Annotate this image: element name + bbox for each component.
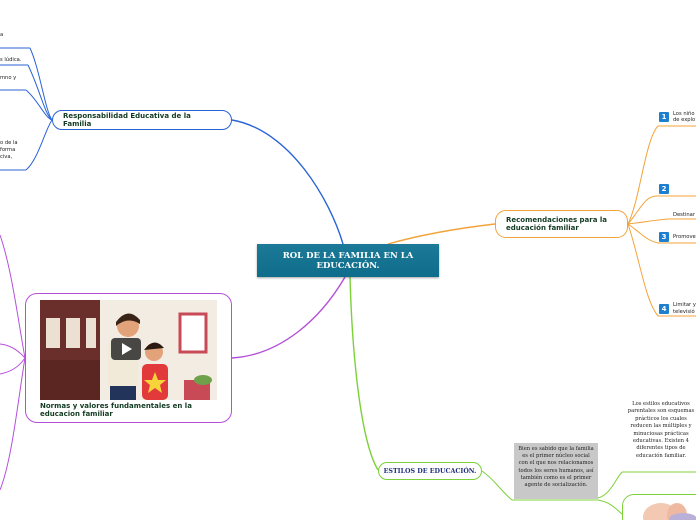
left-snippet-3: mno y	[0, 75, 17, 81]
estilos-description: Los estilos educativos parentales son es…	[627, 401, 695, 459]
node-estilos-label: ESTILOS DE EDUCACIÓN.	[383, 467, 477, 475]
node-normas[interactable]: Normas y valores fundamentales en la edu…	[25, 293, 232, 423]
number-badge-icon: 2	[659, 184, 669, 194]
estilos-note: Bien es sabido que la familia es el prim…	[514, 443, 598, 499]
number-badge-icon: 3	[659, 232, 669, 242]
central-topic[interactable]: ROL DE LA FAMILIA EN LA EDUCACIÓN.	[257, 244, 439, 277]
recommendation-1-line1: Los niño	[673, 111, 695, 117]
left-snippet-1: a	[0, 32, 4, 38]
recommendation-3-line1: Promove	[673, 234, 696, 240]
left-snippet-6: civa,	[0, 154, 13, 160]
node-recomendaciones-label: Recomendaciones para la educación famili…	[506, 215, 608, 233]
hands-image	[623, 495, 696, 520]
estilos-image-node[interactable]	[622, 494, 696, 520]
node-responsabilidad-label: Responsabilidad Educativa de la Familia	[63, 112, 191, 128]
estilos-note-text: Bien es sabido que la familia es el prim…	[518, 446, 594, 489]
number-badge-icon: 4	[659, 304, 669, 314]
recommendation-4-line1: Limitar y	[673, 302, 696, 308]
node-estilos[interactable]: ESTILOS DE EDUCACIÓN.	[378, 462, 482, 480]
left-snippet-5: forma	[0, 147, 16, 153]
recommendation-destinar: Destinar	[673, 212, 695, 218]
node-normas-label: Normas y valores fundamentales en la edu…	[40, 402, 192, 418]
central-topic-label: ROL DE LA FAMILIA EN LA EDUCACIÓN.	[282, 250, 414, 271]
recommendation-4-line2: televisió	[673, 309, 695, 315]
node-recomendaciones[interactable]: Recomendaciones para la educación famili…	[495, 210, 628, 238]
video-thumbnail[interactable]	[40, 300, 217, 400]
node-responsabilidad[interactable]: Responsabilidad Educativa de la Familia	[52, 110, 232, 130]
number-badge-icon: 1	[659, 112, 669, 122]
recommendation-1-line2: de explo	[673, 117, 696, 123]
left-snippet-4: o de la	[0, 140, 18, 146]
left-snippet-2: s lúdica.	[0, 57, 22, 63]
play-icon	[122, 343, 132, 355]
